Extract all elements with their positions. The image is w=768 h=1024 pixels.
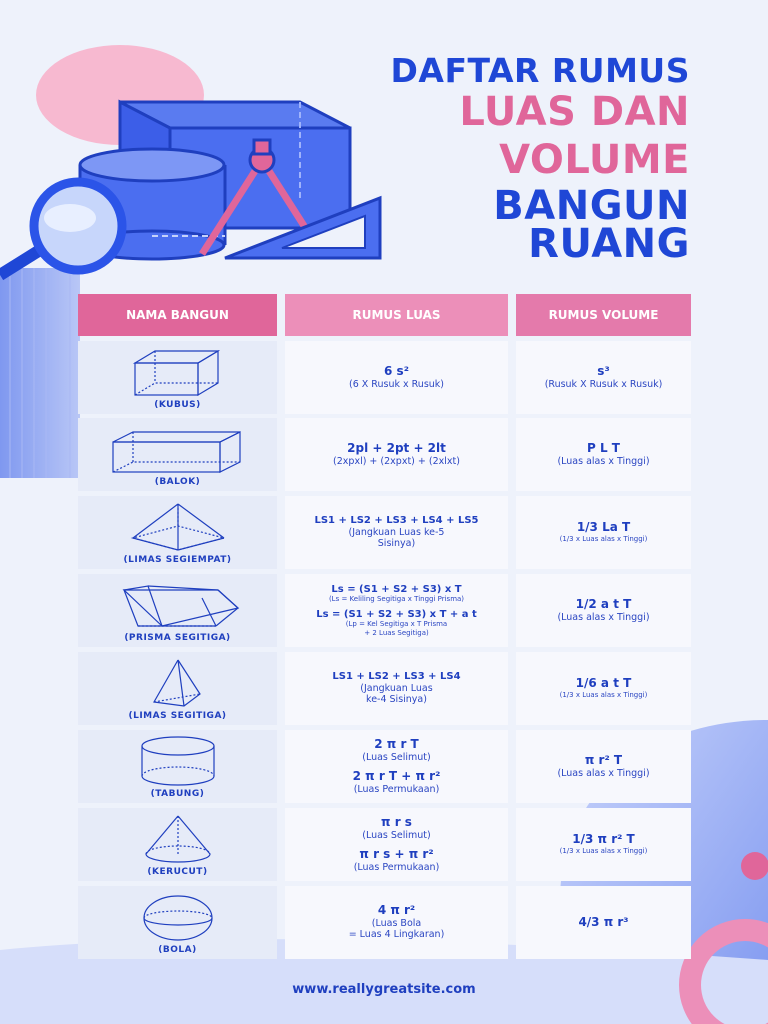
title-line-4: BANGUN	[493, 183, 690, 229]
formula-sub: (Rusuk X Rusuk x Rusuk)	[544, 378, 663, 390]
luas-cell-kubus: 6 s² (6 X Rusuk x Rusuk)	[285, 341, 508, 414]
volume-cell-limas-segiempat: 1/3 La T (1/3 x Luas alas x Tinggi)	[516, 496, 691, 569]
formula-sub-2: (Luas Permukaan)	[353, 861, 440, 873]
formula-main: 1/3 La T	[576, 520, 631, 535]
luas-cell-limas-segitiga: LS1 + LS2 + LS3 + LS4 (Jangkuan Luas ke-…	[285, 652, 508, 725]
volume-cell-kubus: s³ (Rusuk X Rusuk x Rusuk)	[516, 341, 691, 414]
header-rumus-luas: RUMUS LUAS	[285, 294, 508, 336]
title-line-3: VOLUME	[499, 137, 690, 183]
formula-sub: (Ls = Keliling Segitiga x Tinggi Prisma)	[328, 595, 465, 604]
formula-main: s³	[597, 363, 610, 378]
formula-sub: = Luas 4 Lingkaran)	[348, 929, 445, 941]
volume-cell-bola: 4/3 π r³	[516, 886, 691, 959]
formula-sub: Sisinya)	[377, 538, 416, 550]
formula-main: Ls = (S1 + S2 + S3) x T	[331, 583, 462, 595]
shape-label: (PRISMA SEGITIGA)	[124, 633, 231, 643]
formula-main: 4/3 π r³	[578, 914, 629, 929]
formula-sub: (Luas alas x Tinggi)	[557, 455, 650, 467]
volume-cell-prisma-segitiga: 1/2 a t T (Luas alas x Tinggi)	[516, 574, 691, 647]
formula-sub: (Luas Selimut)	[362, 751, 431, 763]
formula-sub-2: (Lp = Kel Segitiga x T Prisma	[345, 620, 448, 629]
title-line-5: RUANG	[528, 221, 690, 267]
cylinder-icon	[141, 736, 215, 786]
formula-main: π r² T	[584, 752, 623, 767]
formula-sub: (6 X Rusuk x Rusuk)	[349, 378, 444, 390]
square-pyramid-icon	[130, 503, 227, 551]
luas-cell-kerucut: π r s (Luas Selimut) π r s + π r² (Luas …	[285, 808, 508, 881]
header-nama-bangun: NAMA BANGUN	[78, 294, 277, 336]
formula-main: π r s	[381, 814, 412, 829]
volume-cell-limas-segitiga: 1/6 a t T (1/3 x Luas alas x Tinggi)	[516, 652, 691, 725]
luas-cell-limas-segiempat: LS1 + LS2 + LS3 + LS4 + LS5 (Jangkuan Lu…	[285, 496, 508, 569]
table-row-name-limas-segiempat: (LIMAS SEGIEMPAT)	[78, 496, 277, 569]
table-row-name-balok: (BALOK)	[78, 418, 277, 491]
formula-main: LS1 + LS2 + LS3 + LS4	[332, 671, 461, 683]
shape-label: (KERUCUT)	[147, 867, 208, 877]
formula-sub: (Luas Bola	[371, 918, 422, 929]
formula-main: 1/6 a t T	[575, 676, 632, 691]
luas-cell-balok: 2pl + 2pt + 2lt (2xpxl) + (2xpxt) + (2xl…	[285, 418, 508, 491]
formula-sub: (2xpxl) + (2xpxt) + (2xlxt)	[333, 455, 460, 467]
shape-label: (BALOK)	[154, 477, 201, 487]
shape-label: (LIMAS SEGITIGA)	[128, 711, 227, 721]
triangular-pyramid-icon	[153, 659, 201, 707]
shape-label: (TABUNG)	[150, 789, 205, 799]
volume-cell-tabung: π r² T (Luas alas x Tinggi)	[516, 730, 691, 803]
formula-sub: (Luas alas x Tinggi)	[557, 611, 650, 623]
formula-sub: ke-4 Sisinya)	[366, 694, 427, 706]
sphere-icon	[143, 895, 213, 941]
formula-main: LS1 + LS2 + LS3 + LS4 + LS5	[314, 515, 479, 527]
formula-main: 1/3 π r² T	[572, 832, 635, 847]
formula-main: 1/2 a t T	[575, 596, 632, 611]
table-row-name-bola: (BOLA)	[78, 886, 277, 959]
shape-label: (KUBUS)	[154, 400, 201, 410]
volume-cell-kerucut: 1/3 π r² T (1/3 x Luas alas x Tinggi)	[516, 808, 691, 881]
shape-label: (BOLA)	[158, 945, 197, 955]
formula-sub: (Jangkuan Luas	[360, 682, 433, 694]
header-rumus-volume: RUMUS VOLUME	[516, 294, 691, 336]
formula-sub: (1/3 x Luas alas x Tinggi)	[559, 691, 648, 700]
triangular-prism-icon	[122, 585, 240, 627]
cone-icon	[145, 815, 211, 863]
table-row-name-tabung: (TABUNG)	[78, 730, 277, 803]
table-row-name-limas-segitiga: (LIMAS SEGITIGA)	[78, 652, 277, 725]
table-row-name-kubus: (KUBUS)	[78, 341, 277, 414]
formula-sub-2: (Luas Permukaan)	[353, 783, 440, 795]
luas-cell-prisma-segitiga: Ls = (S1 + S2 + S3) x T (Ls = Keliling S…	[285, 574, 508, 647]
shape-label: (LIMAS SEGIEMPAT)	[123, 555, 232, 565]
footer-url[interactable]: www.reallygreatsite.com	[292, 982, 476, 997]
table-row-name-kerucut: (KERUCUT)	[78, 808, 277, 881]
formula-main: 2pl + 2pt + 2lt	[347, 440, 446, 455]
formula-sub: (Jangkuan Luas ke-5	[348, 526, 445, 538]
title-line-2: LUAS DAN	[459, 89, 690, 135]
formula-main: 6 s²	[384, 363, 409, 378]
formula-main-2: Ls = (S1 + S2 + S3) x T + a t	[316, 608, 477, 620]
formula-main: 4 π r²	[377, 903, 416, 918]
cube-icon	[132, 349, 221, 397]
formula-main: P L T	[587, 440, 620, 455]
formula-sub: (Luas Selimut)	[362, 829, 431, 841]
formula-main-2: 2 π r T + π r²	[352, 769, 441, 783]
formula-sub: (1/3 x Luas alas x Tinggi)	[559, 535, 648, 544]
title-line-1: DAFTAR RUMUS	[390, 51, 690, 90]
table-row-name-prisma-segitiga: (PRISMA SEGITIGA)	[78, 574, 277, 647]
volume-cell-balok: P L T (Luas alas x Tinggi)	[516, 418, 691, 491]
cuboid-icon	[112, 431, 241, 473]
luas-cell-tabung: 2 π r T (Luas Selimut) 2 π r T + π r² (L…	[285, 730, 508, 803]
formula-sub: (Luas alas x Tinggi)	[557, 767, 650, 779]
luas-cell-bola: 4 π r² (Luas Bola = Luas 4 Lingkaran)	[285, 886, 508, 959]
formula-main-2: π r s + π r²	[359, 847, 434, 861]
formula-main: 2 π r T	[374, 736, 419, 751]
formula-sub-2b: + 2 Luas Segitiga)	[364, 628, 429, 637]
formula-sub: (1/3 x Luas alas x Tinggi)	[559, 847, 648, 856]
